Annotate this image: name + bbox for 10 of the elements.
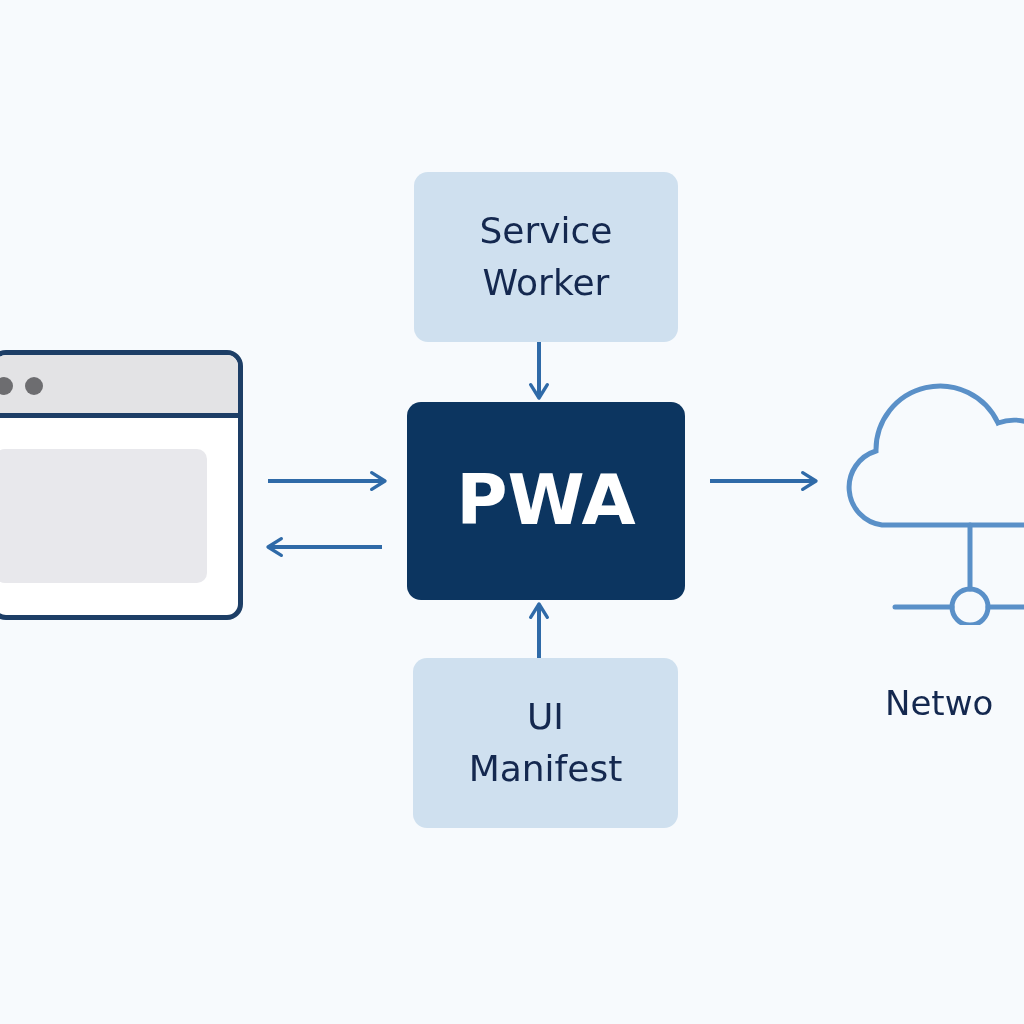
app-box: PWA (407, 402, 685, 600)
arrow (529, 342, 549, 400)
network-label: Netwo (885, 683, 994, 723)
component-box: UI Manifest (413, 658, 678, 828)
arrow (529, 602, 549, 658)
arrow (268, 471, 387, 491)
browser-window-drawing (0, 350, 243, 620)
arrow (710, 471, 818, 491)
arrow (266, 537, 382, 557)
component-box: Service Worker (414, 172, 678, 342)
